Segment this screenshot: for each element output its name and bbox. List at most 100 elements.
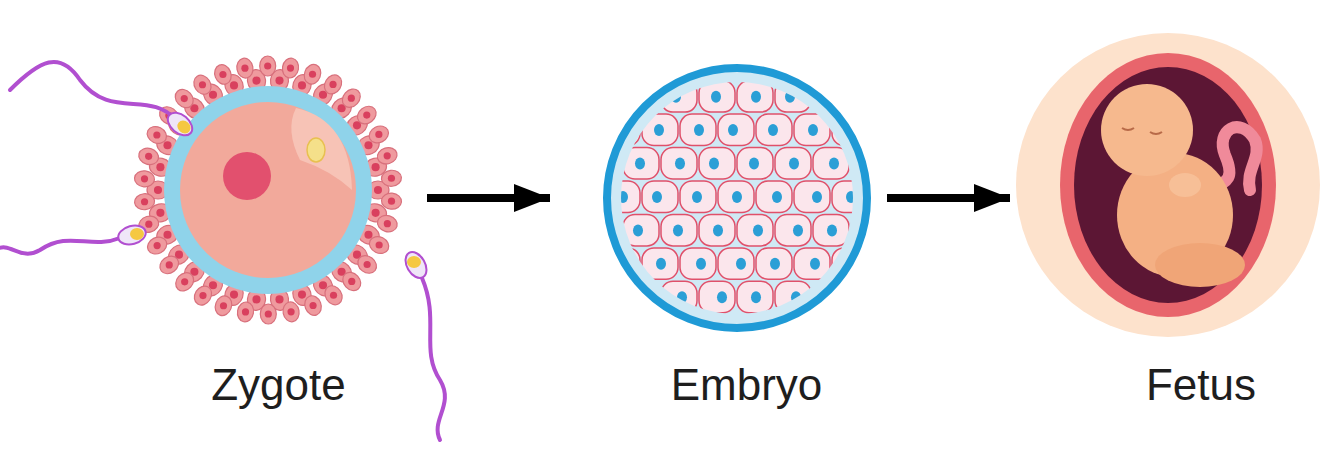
- embryo-cell: [813, 214, 849, 245]
- cell-nucleus: [637, 291, 647, 303]
- cell-nucleus: [808, 124, 818, 136]
- embryo-cell: [604, 248, 640, 279]
- cell-nucleus: [692, 191, 702, 203]
- cumulus-nucleus: [364, 141, 372, 149]
- cell-nucleus: [846, 191, 856, 203]
- cell-nucleus: [785, 91, 795, 103]
- embryo-cell: [661, 81, 697, 112]
- embryo-cells: [566, 47, 925, 346]
- embryo-cell: [737, 148, 773, 179]
- embryo-cell: [623, 281, 659, 312]
- embryo-cell: [661, 214, 697, 245]
- uterus-wall: [1060, 53, 1276, 317]
- embryo-cell: [832, 181, 868, 212]
- embryo-cell: [718, 248, 754, 279]
- embryo-cell: [604, 114, 640, 145]
- embryo-cell: [832, 248, 868, 279]
- cell-nucleus: [749, 158, 759, 170]
- cell-nucleus: [614, 124, 624, 136]
- zona-pellucida: [164, 86, 372, 294]
- sperm-nucleus: [307, 138, 325, 162]
- embryo-cell: [756, 47, 792, 78]
- cumulus-nucleus: [252, 77, 260, 85]
- cumulus-cell: [172, 86, 197, 112]
- cell-nucleus: [884, 57, 894, 69]
- cumulus-nucleus: [348, 95, 355, 102]
- embryo-cell: [813, 148, 849, 179]
- embryo-cell: [623, 81, 659, 112]
- embryo-cell: [699, 148, 735, 179]
- cell-nucleus: [694, 325, 704, 337]
- embryo-cell: [775, 81, 811, 112]
- cell-nucleus: [576, 258, 586, 270]
- cumulus-cell: [354, 103, 380, 128]
- cumulus-nucleus: [265, 310, 272, 317]
- embryo-cell: [737, 281, 773, 312]
- cumulus-cell: [301, 62, 323, 86]
- cumulus-nucleus: [363, 111, 370, 118]
- embryo-cell: [756, 181, 792, 212]
- cell-nucleus: [774, 325, 784, 337]
- cumulus-nucleus: [309, 302, 316, 309]
- cell-nucleus: [829, 158, 839, 170]
- cell-nucleus: [620, 325, 630, 337]
- cell-nucleus: [812, 191, 822, 203]
- embryo-cell: [699, 214, 735, 245]
- sperm-acrosome: [130, 228, 144, 240]
- fetus-illustration: [1016, 33, 1320, 337]
- cell-nucleus: [903, 158, 913, 170]
- cumulus-cell: [212, 62, 234, 86]
- embryo-cell: [566, 315, 602, 346]
- embryo-cell: [642, 114, 678, 145]
- cell-nucleus: [599, 224, 609, 236]
- embryo-cell: [680, 315, 716, 346]
- cell-nucleus: [907, 224, 917, 236]
- cell-nucleus: [770, 57, 780, 69]
- cumulus-nucleus: [230, 291, 238, 299]
- stage-label: Zygote: [140, 359, 417, 412]
- stage-label: Embryo: [616, 359, 877, 412]
- cumulus-cell: [134, 170, 155, 188]
- cumulus-nucleus: [348, 278, 355, 285]
- cell-nucleus: [732, 191, 742, 203]
- cumulus-cell: [381, 192, 402, 210]
- cumulus-nucleus: [388, 198, 395, 205]
- embryo-cell: [775, 281, 811, 312]
- cumulus-nucleus: [275, 295, 283, 303]
- cumulus-nucleus: [375, 131, 382, 138]
- embryo-cell: [566, 181, 602, 212]
- stage-label-box: Zygote: [140, 40, 417, 412]
- cumulus-nucleus: [384, 152, 391, 159]
- embryo-cell: [851, 281, 887, 312]
- embryo-cell: [566, 47, 602, 78]
- cell-nucleus: [827, 224, 837, 236]
- cell-nucleus: [656, 57, 666, 69]
- embryo-cell: [566, 248, 602, 279]
- cumulus-nucleus: [219, 71, 226, 78]
- cumulus-nucleus: [181, 278, 188, 285]
- cell-nucleus: [713, 224, 723, 236]
- cumulus-cell: [354, 252, 380, 277]
- cumulus-nucleus: [275, 77, 283, 85]
- embryo-cell: [604, 47, 640, 78]
- cell-nucleus: [616, 57, 626, 69]
- cumulus-nucleus: [264, 62, 271, 69]
- cell-nucleus: [677, 291, 687, 303]
- cell-nucleus: [660, 325, 670, 337]
- cell-nucleus: [884, 258, 894, 270]
- embryo-cell: [604, 315, 640, 346]
- embryo-cell: [585, 81, 621, 112]
- embryo-cell: [604, 181, 640, 212]
- embryo-cell: [775, 214, 811, 245]
- embryo-cell: [832, 47, 868, 78]
- stage-label-box: Embryo: [560, 40, 877, 412]
- cell-nucleus: [905, 291, 915, 303]
- zygote-illustration: [0, 56, 445, 440]
- embryo-cell: [794, 181, 830, 212]
- embryo-cell: [718, 181, 754, 212]
- sperm-tail: [0, 238, 120, 254]
- cell-nucleus: [768, 124, 778, 136]
- embryo-cell: [870, 114, 906, 145]
- cell-nucleus: [711, 91, 721, 103]
